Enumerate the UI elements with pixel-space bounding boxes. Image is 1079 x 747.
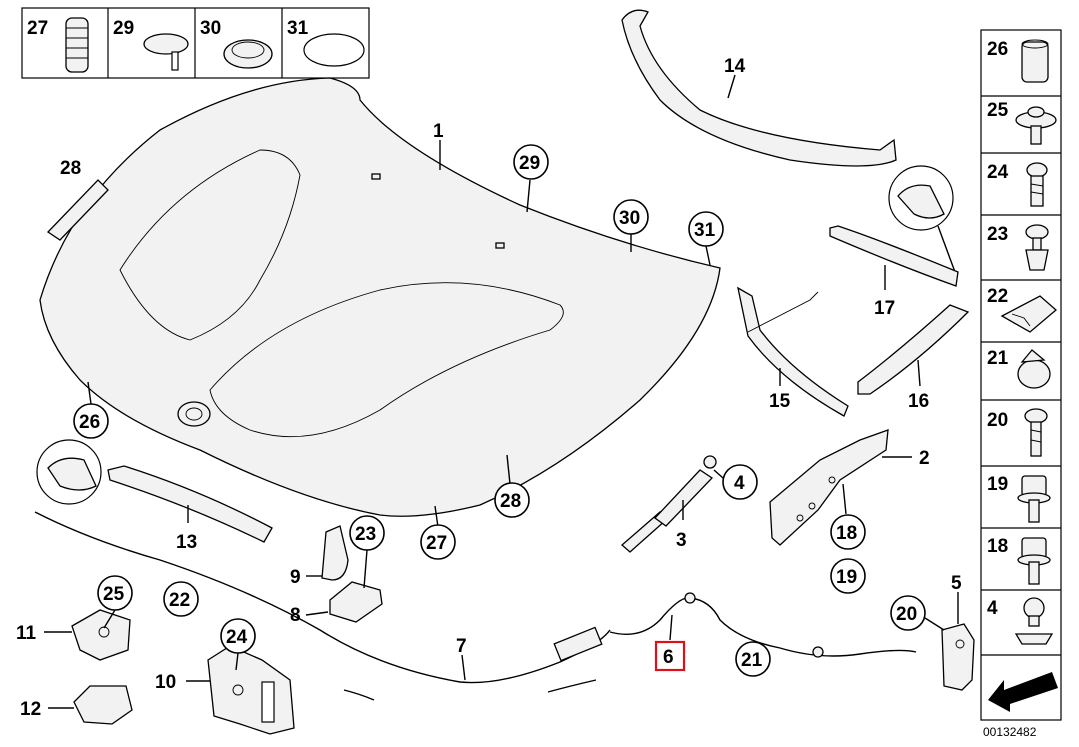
label-15: 15 <box>769 391 791 412</box>
panel-label-21: 21 <box>987 348 1009 369</box>
label-24: 24 <box>226 627 248 648</box>
label-30: 30 <box>619 208 640 229</box>
label-13: 13 <box>176 532 197 553</box>
pad-12 <box>73 685 133 725</box>
hood-panel <box>39 77 721 517</box>
ball-stud-icon <box>1014 597 1054 645</box>
label-6: 6 <box>663 647 674 668</box>
rubber-strip-28 <box>46 179 109 241</box>
reference-number: 00132482 <box>983 725 1037 739</box>
label-9: 9 <box>290 567 301 588</box>
label-25: 25 <box>103 584 125 605</box>
label-26: 26 <box>79 412 100 433</box>
label-17: 17 <box>874 298 895 319</box>
plug-clip-icon <box>143 33 189 71</box>
label-8: 8 <box>290 605 301 626</box>
panel-label-31: 31 <box>287 18 309 39</box>
sleeve-icon <box>1021 39 1049 83</box>
panel-label-29: 29 <box>113 18 134 39</box>
label-27: 27 <box>426 533 447 554</box>
label-2: 2 <box>919 448 930 469</box>
label-14: 14 <box>724 56 746 77</box>
cap-icon <box>303 33 365 67</box>
panel-label-4: 4 <box>987 598 998 619</box>
hose-17 <box>829 225 959 287</box>
right-parts-panel: 26 25 24 23 22 21 <box>980 29 1062 739</box>
label-29: 29 <box>519 153 540 174</box>
clip-nut-icon <box>1000 295 1057 333</box>
clip-9 <box>321 525 349 581</box>
panel-label-24: 24 <box>987 162 1009 183</box>
label-11: 11 <box>16 623 37 644</box>
label-20: 20 <box>896 604 917 625</box>
panel-label-18: 18 <box>987 536 1008 557</box>
panel-label-27: 27 <box>27 18 48 39</box>
arrow-icon <box>988 672 1058 712</box>
label-19: 19 <box>836 567 857 588</box>
cable-clip-icon <box>1017 349 1051 389</box>
panel-label-25: 25 <box>987 100 1009 121</box>
panel-label-20: 20 <box>987 410 1008 431</box>
hinge-2 <box>769 429 889 546</box>
label-28-hood: 28 <box>500 491 521 512</box>
expansion-rivet-icon <box>1025 224 1049 271</box>
panel-label-22: 22 <box>987 286 1008 307</box>
bump-stop-icon <box>65 17 89 73</box>
hex-bolt-icon <box>1017 537 1051 585</box>
label-3: 3 <box>676 530 687 551</box>
label-18: 18 <box>836 523 857 544</box>
label-12: 12 <box>20 699 41 720</box>
collar-bolt-icon <box>1017 475 1051 523</box>
label-4: 4 <box>734 473 745 494</box>
screw-washer-icon <box>1015 106 1057 145</box>
gas-strut-3 <box>621 455 717 553</box>
label-23: 23 <box>355 524 376 545</box>
screw-icon <box>1026 162 1048 207</box>
grommet-icon <box>223 39 273 69</box>
label-22: 22 <box>169 590 190 611</box>
latch-plate-8 <box>329 581 383 623</box>
label-1: 1 <box>433 121 444 142</box>
hose-13 <box>107 465 273 543</box>
highlight-box <box>654 640 686 672</box>
torx-screw-icon <box>1024 408 1048 457</box>
seal-14 <box>621 9 897 167</box>
stay-15 <box>737 286 849 417</box>
label-31: 31 <box>694 220 716 241</box>
panel-label-30: 30 <box>200 18 221 39</box>
top-parts-panel: 27 29 30 31 <box>21 7 370 79</box>
bracket-5 <box>941 623 975 691</box>
label-5: 5 <box>951 573 962 594</box>
label-16: 16 <box>908 391 929 412</box>
panel-label-19: 19 <box>987 474 1008 495</box>
lock-11 <box>71 609 131 661</box>
label-21: 21 <box>741 650 763 671</box>
stay-16 <box>857 304 970 395</box>
panel-label-23: 23 <box>987 224 1008 245</box>
label-10: 10 <box>155 672 176 693</box>
hood-lock-10 <box>207 645 295 735</box>
panel-label-26: 26 <box>987 39 1008 60</box>
label-7: 7 <box>456 636 467 657</box>
label-28: 28 <box>60 158 81 179</box>
